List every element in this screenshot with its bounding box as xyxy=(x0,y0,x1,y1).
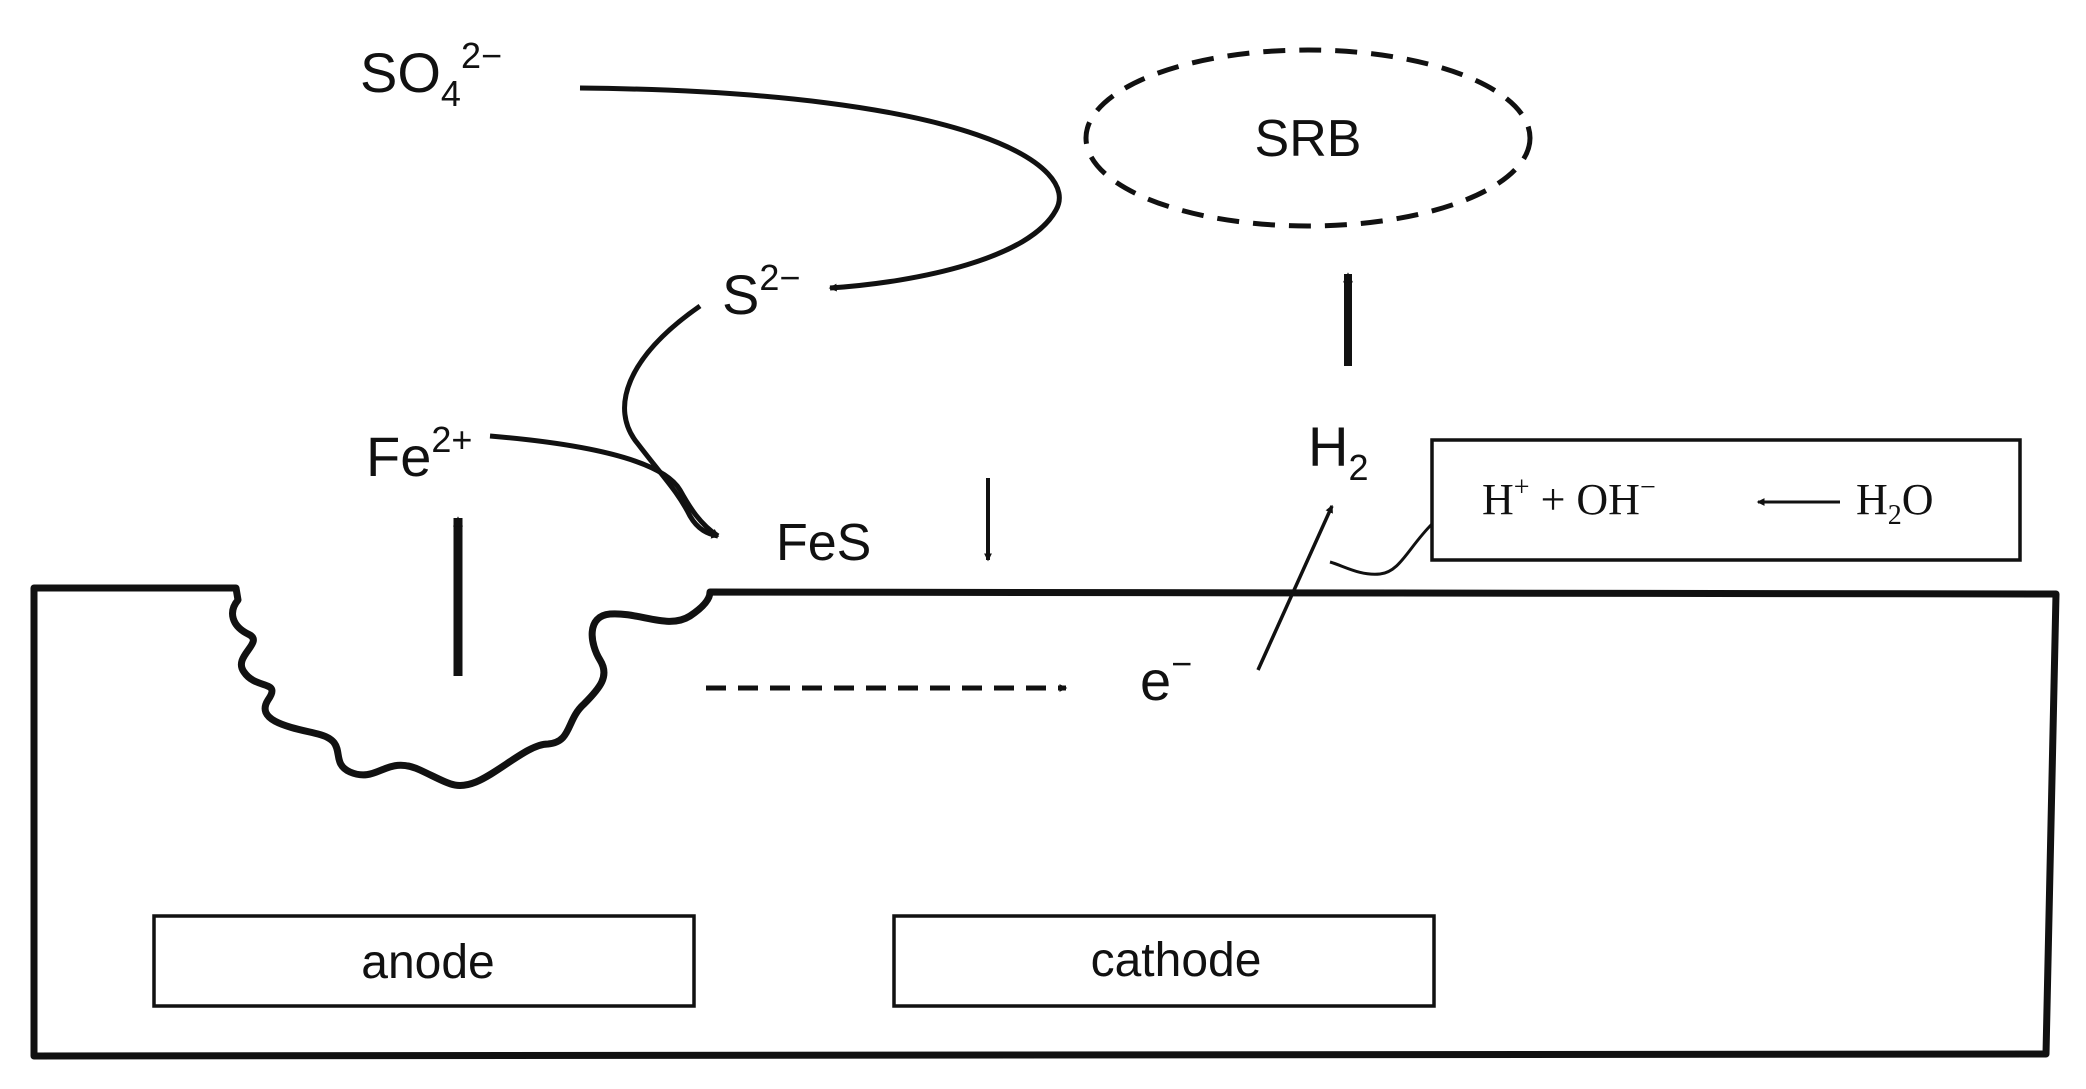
ferrous-label: Fe2+ xyxy=(366,419,472,488)
sulfate-subscript: 4 xyxy=(441,73,461,114)
iron-sulfide-label: FeS xyxy=(776,514,871,572)
electron-superscript: − xyxy=(1171,643,1192,684)
water-o: O xyxy=(1902,475,1934,524)
hydrogen-subscript: 2 xyxy=(1348,447,1368,488)
reaction-box-connector xyxy=(1329,522,1434,576)
ferrous-superscript: 2+ xyxy=(431,419,472,460)
metal-substrate xyxy=(30,584,2060,1060)
dissociation-products: H+ + OH− xyxy=(1482,472,1656,524)
hydroxide-superscript: − xyxy=(1640,472,1656,503)
hydrogen-label: H2 xyxy=(1308,415,1368,488)
electron-label: e− xyxy=(1140,643,1192,712)
srb-cell: SRB xyxy=(1083,47,1533,229)
cathode-box: cathode xyxy=(892,914,1436,1008)
sulfide-superscript: 2− xyxy=(759,257,800,298)
sulfide-base: S xyxy=(722,263,759,326)
sulfate-label: SO42− xyxy=(360,35,502,114)
hydroxide-text: + OH xyxy=(1530,475,1640,524)
water-dissociation-box: H+ + OH− H2O xyxy=(1430,438,2022,562)
water-formula: H2O xyxy=(1856,475,1934,531)
srb-label: SRB xyxy=(1255,110,1362,168)
hydrogen-base: H xyxy=(1308,415,1348,478)
electron-to-hydrogen-arrow xyxy=(1256,504,1334,671)
sulfate-superscript: 2− xyxy=(461,35,502,76)
cathode-label: cathode xyxy=(1091,934,1262,987)
sulfide-label: S2− xyxy=(722,257,800,326)
ferrous-base: Fe xyxy=(366,425,431,488)
sulfate-base: SO xyxy=(360,41,441,104)
proton-base: H xyxy=(1482,475,1514,524)
anode-label: anode xyxy=(361,936,494,989)
ferrous-to-fes-arrow xyxy=(489,433,720,539)
sulfate-to-sulfide-arrow xyxy=(579,85,1062,292)
water-subscript: 2 xyxy=(1888,500,1902,531)
water-h: H xyxy=(1856,475,1888,524)
sulfide-to-fes-arrow xyxy=(622,303,720,539)
electron-base: e xyxy=(1140,649,1171,712)
anode-box: anode xyxy=(152,914,696,1008)
proton-superscript: + xyxy=(1514,472,1530,503)
